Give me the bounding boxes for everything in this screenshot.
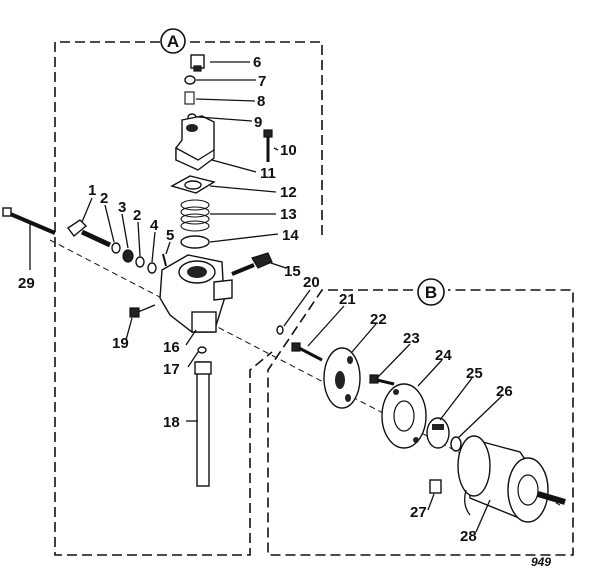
label-part-20: 20 xyxy=(303,274,320,291)
leader-lines xyxy=(29,61,503,533)
label-part-18: 18 xyxy=(163,414,180,431)
part-4-ring xyxy=(147,262,157,274)
part-2-ring xyxy=(111,242,121,254)
section-b-label: B xyxy=(425,283,437,302)
label-part-22: 22 xyxy=(370,311,387,328)
label-part-27: 27 xyxy=(410,504,427,521)
part-14-disc xyxy=(180,235,210,249)
part-2-ring-second xyxy=(135,256,145,268)
label-part-28: 28 xyxy=(460,528,477,545)
section-b-marker: B xyxy=(417,278,445,306)
label-part-23: 23 xyxy=(403,330,420,347)
label-part-5: 5 xyxy=(166,227,174,244)
part-17-o-ring xyxy=(197,346,207,354)
part-7-ring xyxy=(184,75,196,85)
label-part-26: 26 xyxy=(496,383,513,400)
label-part-17: 17 xyxy=(163,361,180,378)
part-5-pin xyxy=(162,253,167,267)
part-10-bolt xyxy=(263,129,273,162)
part-20-ring xyxy=(276,325,284,335)
label-part-19: 19 xyxy=(112,335,129,352)
label-part-14: 14 xyxy=(282,227,299,244)
label-part-2b: 2 xyxy=(133,207,141,224)
part-28-motor xyxy=(457,435,566,523)
part-18-tube xyxy=(194,361,212,487)
label-part-16: 16 xyxy=(163,339,180,356)
label-part-3: 3 xyxy=(118,199,126,216)
part-6-cap xyxy=(190,54,205,72)
label-part-24: 24 xyxy=(435,347,452,364)
part-26-ring xyxy=(450,436,462,452)
drawing-code: 949 xyxy=(531,555,551,569)
part-21-bolt xyxy=(291,342,323,362)
part-22-flange xyxy=(323,347,361,409)
label-part-21: 21 xyxy=(339,291,356,308)
label-part-12: 12 xyxy=(280,184,297,201)
part-11-valve-block xyxy=(175,115,215,171)
part-3-ring xyxy=(122,249,134,263)
part-19-screw xyxy=(129,304,156,318)
part-1-fitting xyxy=(66,219,112,248)
part-29-rod xyxy=(2,207,56,235)
label-part-1: 1 xyxy=(88,182,96,199)
part-12-gasket-hole xyxy=(184,180,202,190)
section-a-marker: A xyxy=(160,28,186,54)
part-15-fitting xyxy=(231,252,273,276)
label-part-13: 13 xyxy=(280,206,297,223)
label-part-7: 7 xyxy=(258,73,266,90)
section-b-boundary xyxy=(267,289,574,556)
label-part-9: 9 xyxy=(254,114,262,131)
part-24-adapter xyxy=(381,383,427,449)
part-8-spring xyxy=(184,91,195,105)
label-part-11: 11 xyxy=(260,165,276,182)
section-a-label: A xyxy=(167,32,179,51)
part-23-screw xyxy=(369,374,395,386)
label-part-6: 6 xyxy=(253,54,261,71)
label-part-15: 15 xyxy=(284,263,301,280)
pump-body xyxy=(159,254,233,333)
label-part-10: 10 xyxy=(280,142,297,159)
part-13-spring xyxy=(180,199,210,232)
label-part-8: 8 xyxy=(257,93,265,110)
section-a-boundary xyxy=(54,41,323,556)
label-part-2a: 2 xyxy=(100,190,108,207)
label-part-4: 4 xyxy=(150,217,159,234)
label-part-29: 29 xyxy=(18,275,35,292)
label-part-25: 25 xyxy=(466,365,483,382)
part-25-coupling xyxy=(426,417,450,449)
assembly-axis xyxy=(49,239,561,506)
part-27-key xyxy=(429,479,442,494)
